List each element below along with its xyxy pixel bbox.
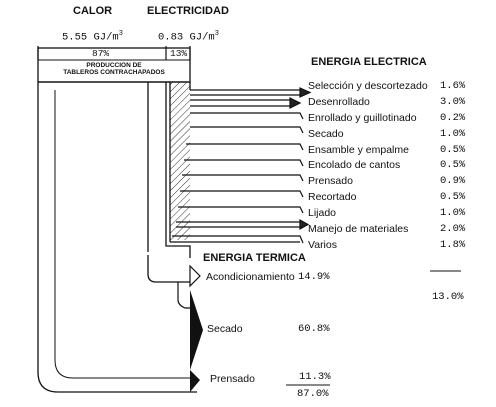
electricidad-value: 0.83 GJ/m3 (158, 30, 219, 44)
thermal-flow-outline (37, 82, 197, 393)
box-title: PRODUCCION DE TABLEROS CONTRACHAPADOS (40, 62, 188, 77)
electric-item-value: 0.9% (440, 175, 466, 187)
thermal-item-label: Secado (207, 323, 243, 335)
electricidad-unit-sup: 3 (214, 30, 219, 38)
electric-item-label: Lijado (308, 207, 337, 219)
electric-item-value: 1.6% (440, 80, 466, 92)
thermal-item-value: 11.3% (299, 371, 331, 383)
electric-item-value: 0.5% (440, 159, 466, 171)
electric-item-value: 3.0% (440, 96, 466, 108)
electric-total: 13.0% (432, 291, 464, 303)
electric-item-label: Secado (308, 128, 344, 140)
electric-item-value: 1.0% (440, 207, 466, 219)
electric-item-value: 0.5% (440, 191, 466, 203)
thermal-item-value: 60.8% (298, 323, 330, 335)
electric-item-label: Encolado de cantos (308, 159, 401, 171)
electricidad-label: ELECTRICIDAD (147, 5, 229, 17)
thermal-item-label: Prensado (210, 373, 255, 385)
thermal-title: ENERGIA TERMICA (203, 252, 306, 264)
electric-item-label: Prensado (308, 175, 353, 187)
calor-unit-sup: 3 (118, 30, 123, 38)
electric-item-label: Recortado (308, 191, 357, 203)
electric-item-label: Ensamble y empalme (308, 144, 409, 156)
electric-item-label: Varios (308, 239, 337, 251)
box-pct-elec: 13% (170, 48, 188, 59)
electric-branches (170, 87, 312, 244)
calor-value: 5.55 GJ/m3 (62, 30, 123, 44)
electric-item-label: Selección y descortezado (308, 80, 428, 92)
electric-item-label: Manejo de materiales (308, 223, 409, 235)
thermal-total: 87.0% (297, 388, 329, 400)
box-title-line1: PRODUCCION DE (86, 62, 142, 69)
electric-item-value: 1.0% (440, 128, 466, 140)
thermal-item-value: 14.9% (298, 271, 330, 283)
electric-item-value: 2.0% (440, 223, 466, 235)
electric-flow-column (170, 82, 190, 240)
box-title-line2: TABLEROS CONTRACHAPADOS (63, 69, 165, 77)
thermal-item-label: Acondicionamiento (206, 271, 295, 283)
electric-item-label: Desenrollado (308, 96, 370, 108)
box-pct-calor: 87% (92, 48, 110, 59)
electric-item-value: 0.2% (440, 112, 466, 124)
secado-thermal-arrow (190, 290, 203, 370)
electric-item-value: 0.5% (440, 144, 466, 156)
electric-item-label: Enrollado y guillotinado (308, 112, 417, 124)
electric-item-value: 1.8% (440, 239, 466, 251)
electric-title: ENERGIA ELECTRICA (311, 56, 427, 68)
calor-label: CALOR (73, 5, 113, 17)
